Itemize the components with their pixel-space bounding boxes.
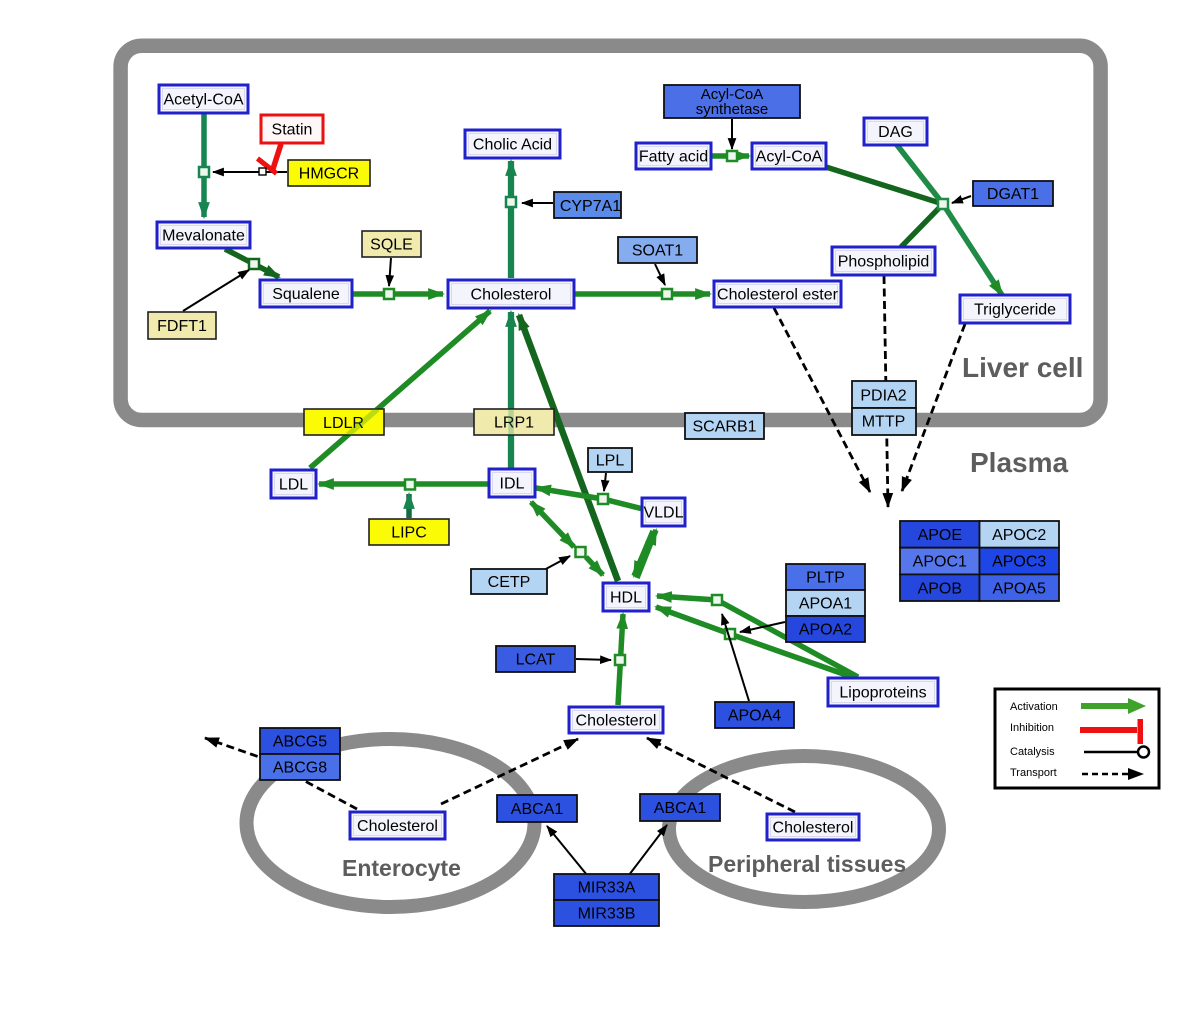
svg-text:Enterocyte: Enterocyte — [342, 855, 461, 881]
svg-text:Plasma: Plasma — [970, 447, 1068, 478]
svg-text:ABCG5: ABCG5 — [273, 734, 327, 751]
svg-text:APOE: APOE — [918, 527, 962, 544]
svg-text:DAG: DAG — [878, 124, 913, 141]
svg-text:synthetase: synthetase — [696, 101, 769, 118]
svg-text:PLTP: PLTP — [806, 570, 845, 587]
svg-text:APOC3: APOC3 — [992, 554, 1046, 571]
svg-text:Fatty acid: Fatty acid — [639, 149, 708, 166]
svg-text:Peripheral tissues: Peripheral tissues — [708, 851, 906, 877]
svg-text:MTTP: MTTP — [862, 414, 906, 431]
svg-text:Transport: Transport — [1010, 767, 1057, 779]
svg-text:Acetyl-CoA: Acetyl-CoA — [163, 92, 243, 109]
svg-text:LPL: LPL — [596, 453, 625, 470]
svg-text:HDL: HDL — [610, 590, 642, 607]
svg-text:Mevalonate: Mevalonate — [162, 228, 245, 245]
svg-text:CETP: CETP — [488, 574, 531, 591]
svg-text:Phospholipid: Phospholipid — [838, 254, 930, 271]
svg-text:VLDL: VLDL — [643, 505, 683, 522]
svg-text:MIR33B: MIR33B — [578, 906, 636, 923]
svg-text:Acyl-CoA: Acyl-CoA — [701, 86, 764, 103]
svg-text:Lipoproteins: Lipoproteins — [839, 685, 926, 702]
svg-text:ABCG8: ABCG8 — [273, 760, 327, 777]
svg-text:SQLE: SQLE — [370, 237, 413, 254]
svg-text:LCAT: LCAT — [516, 652, 556, 669]
svg-text:PDIA2: PDIA2 — [860, 388, 906, 405]
svg-text:ABCA1: ABCA1 — [654, 800, 707, 817]
svg-text:Activation: Activation — [1010, 701, 1058, 713]
svg-text:Cholesterol: Cholesterol — [773, 820, 854, 837]
svg-text:Cholic Acid: Cholic Acid — [473, 137, 552, 154]
svg-text:APOB: APOB — [918, 580, 962, 597]
svg-text:Triglyceride: Triglyceride — [974, 302, 1056, 319]
svg-text:APOA5: APOA5 — [993, 580, 1046, 597]
svg-text:Catalysis: Catalysis — [1010, 746, 1055, 758]
svg-text:APOA1: APOA1 — [799, 596, 852, 613]
svg-text:APOC2: APOC2 — [992, 527, 1046, 544]
svg-text:APOC1: APOC1 — [913, 554, 967, 571]
svg-text:LDLR: LDLR — [323, 415, 364, 432]
svg-text:MIR33A: MIR33A — [578, 880, 636, 897]
svg-text:SCARB1: SCARB1 — [692, 419, 756, 436]
svg-text:FDFT1: FDFT1 — [157, 318, 207, 335]
svg-text:APOA2: APOA2 — [799, 622, 852, 639]
svg-text:IDL: IDL — [500, 476, 525, 493]
svg-text:SOAT1: SOAT1 — [632, 243, 683, 260]
svg-text:Statin: Statin — [272, 122, 313, 139]
svg-text:Cholesterol ester: Cholesterol ester — [717, 287, 839, 304]
svg-text:APOA4: APOA4 — [728, 708, 781, 725]
svg-text:ABCA1: ABCA1 — [511, 801, 564, 818]
svg-text:Liver cell: Liver cell — [962, 352, 1083, 383]
svg-text:Cholesterol: Cholesterol — [576, 713, 657, 730]
svg-text:LDL: LDL — [279, 477, 308, 494]
svg-text:Cholesterol: Cholesterol — [471, 287, 552, 304]
svg-text:Acyl-CoA: Acyl-CoA — [756, 149, 823, 166]
svg-text:Squalene: Squalene — [272, 286, 340, 303]
svg-text:LIPC: LIPC — [391, 525, 427, 542]
svg-text:Inhibition: Inhibition — [1010, 722, 1054, 734]
svg-text:CYP7A1: CYP7A1 — [560, 198, 621, 215]
svg-text:Cholesterol: Cholesterol — [357, 818, 438, 835]
svg-text:LRP1: LRP1 — [494, 415, 534, 432]
svg-text:HMGCR: HMGCR — [299, 166, 359, 183]
svg-text:DGAT1: DGAT1 — [987, 186, 1039, 203]
